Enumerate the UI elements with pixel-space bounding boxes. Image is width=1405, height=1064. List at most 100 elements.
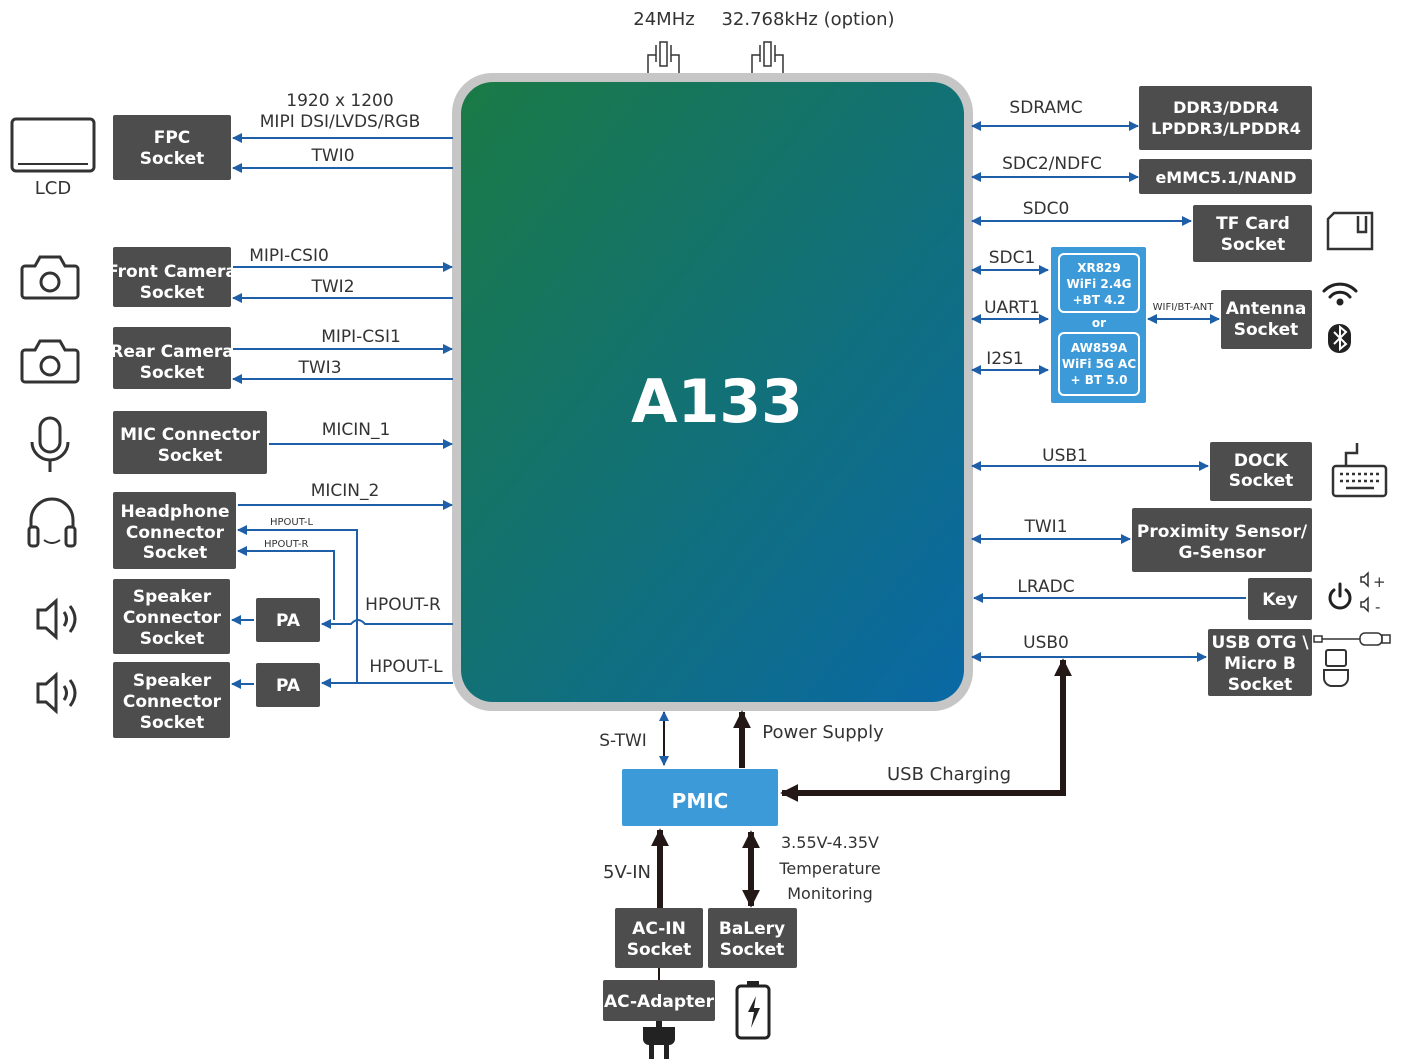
hpout-l-label: HPOUT-L (369, 657, 443, 677)
ac-in-socket: AC-IN Socket (615, 908, 703, 968)
pmic-label: PMIC (672, 789, 729, 813)
keyboard-icon (1331, 443, 1388, 498)
dock-socket: DOCK Socket (1210, 442, 1312, 501)
mipi-csi1-label: MIPI-CSI1 (321, 327, 401, 347)
antenna-line1: Antenna (1226, 299, 1307, 319)
acin-line1: AC-IN (632, 919, 686, 939)
micin2-label: MICIN_2 (311, 481, 380, 501)
speaker1-line3: Socket (140, 629, 205, 649)
emmc-storage: eMMC5.1/NAND (1139, 159, 1312, 194)
emmc-label: eMMC5.1/NAND (1155, 168, 1296, 187)
pa-2: PA (256, 663, 320, 707)
camera-icon (20, 255, 80, 300)
usb0-label: USB0 (1023, 633, 1069, 653)
adapter-label: AC-Adapter (604, 992, 715, 1012)
battery-line2: Socket (720, 940, 785, 960)
fpc-signal-line1: 1920 x 1200 (286, 91, 393, 111)
sdramc-label: SDRAMC (1009, 98, 1082, 118)
usb-charging-connector (780, 660, 1066, 802)
pmic: PMIC (622, 769, 778, 826)
hpout-r-small-label: HPOUT-R (264, 539, 309, 550)
sensor-line1: Proximity Sensor/ (1137, 522, 1308, 542)
battery-icon (735, 981, 771, 1040)
crystal-32k: 32.768kHz (option) (721, 9, 895, 75)
fpc-socket-line1: FPC (154, 128, 191, 148)
volume-up-label: + (1373, 573, 1386, 591)
dock-line2: Socket (1229, 471, 1294, 491)
fpc-socket: FPC Socket (113, 115, 231, 180)
chip-name: A133 (631, 367, 803, 437)
crystal-32k-label: 32.768kHz (option) (721, 9, 894, 30)
front-camera-socket: Front Camera Socket (107, 247, 237, 307)
wifi-or: or (1092, 316, 1106, 330)
a133-soc: A133 (452, 73, 973, 711)
usb-otg-socket: USB OTG \ Micro B Socket (1208, 629, 1312, 696)
uart1-label: UART1 (984, 298, 1040, 318)
wifi2-line3: + BT 5.0 (1071, 373, 1128, 387)
battery-note-line1: 3.55V-4.35V (781, 833, 879, 852)
wifi1-line2: WiFi 2.4G (1067, 277, 1132, 291)
speaker2-line2: Connector (123, 692, 222, 712)
crystal-24mhz-label: 24MHz (633, 9, 694, 30)
rear-camera-socket: Rear Camera Socket (110, 327, 234, 389)
acin-line2: Socket (627, 940, 692, 960)
battery-note-line2: Temperature (778, 859, 880, 878)
power-icon (1328, 582, 1352, 610)
usb1-label: USB1 (1042, 446, 1088, 466)
sdc1-label: SDC1 (989, 248, 1036, 268)
usb-otg-line1: USB OTG \ (1211, 633, 1309, 653)
wifi1-line1: XR829 (1077, 261, 1121, 275)
i2s1-label: I2S1 (986, 349, 1023, 369)
crystal-24mhz: 24MHz (633, 9, 695, 75)
usb-charging-label: USB Charging (887, 764, 1011, 785)
usb-otg-line2: Micro B (1224, 654, 1296, 674)
fpc-socket-line2: Socket (140, 149, 205, 169)
dock-line1: DOCK (1234, 451, 1289, 471)
headphone-line3: Socket (143, 543, 208, 563)
ddr-line2: LPDDR3/LPDDR4 (1151, 119, 1301, 138)
crystal-icon (647, 41, 680, 75)
speaker-connector-socket-2: Speaker Connector Socket (113, 662, 230, 738)
speaker-icon (36, 671, 77, 715)
hpout-l-headphone-connector (237, 525, 358, 683)
mipi-csi0-label: MIPI-CSI0 (249, 246, 329, 266)
microphone-icon (30, 416, 70, 472)
battery-socket: BaLery Socket (708, 908, 797, 968)
camera-icon (20, 339, 80, 384)
sdc0-label: SDC0 (1023, 199, 1070, 219)
lcd-label: LCD (35, 178, 71, 199)
wifi-icon (1322, 282, 1358, 306)
usb-otg-line3: Socket (1228, 675, 1293, 695)
pa-2-label: PA (276, 676, 301, 696)
ac-adapter: AC-Adapter (603, 980, 715, 1021)
hpout-r-headphone-connector (237, 546, 335, 620)
antenna-line2: Socket (1234, 320, 1299, 340)
mic-line2: Socket (158, 446, 223, 466)
speaker2-line1: Speaker (133, 671, 212, 691)
speaker1-line1: Speaker (133, 587, 212, 607)
lcd-icon: LCD (10, 117, 96, 199)
wifi-bt-module: XR829 WiFi 2.4G +BT 4.2 or AW859A WiFi 5… (1051, 247, 1146, 403)
wifi1-line3: +BT 4.2 (1073, 293, 1126, 307)
headphone-line2: Connector (126, 523, 225, 543)
rear-camera-line2: Socket (140, 363, 205, 383)
hpout-l-small-label: HPOUT-L (270, 517, 314, 528)
battery-line1: BaLery (719, 919, 785, 939)
speaker-connector-socket-1: Speaker Connector Socket (113, 579, 230, 654)
twi1-label: TWI1 (1023, 517, 1067, 537)
ddr-line1: DDR3/DDR4 (1173, 98, 1279, 117)
sd-card-icon (1326, 211, 1374, 251)
headphone-icon (27, 497, 77, 548)
plug-icon (643, 1021, 675, 1059)
speaker1-line2: Connector (123, 608, 222, 628)
sensor-line2: G-Sensor (1178, 543, 1266, 563)
usb-cable-icon (1313, 632, 1391, 646)
5v-in-label: 5V-IN (603, 862, 651, 883)
wifi2-line1: AW859A (1071, 341, 1128, 355)
mouse-icon (1323, 649, 1349, 687)
twi0-label: TWI0 (310, 146, 354, 166)
volume-down-label: - (1375, 598, 1380, 616)
proximity-gsensor: Proximity Sensor/ G-Sensor (1132, 508, 1312, 572)
front-camera-line2: Socket (140, 283, 205, 303)
